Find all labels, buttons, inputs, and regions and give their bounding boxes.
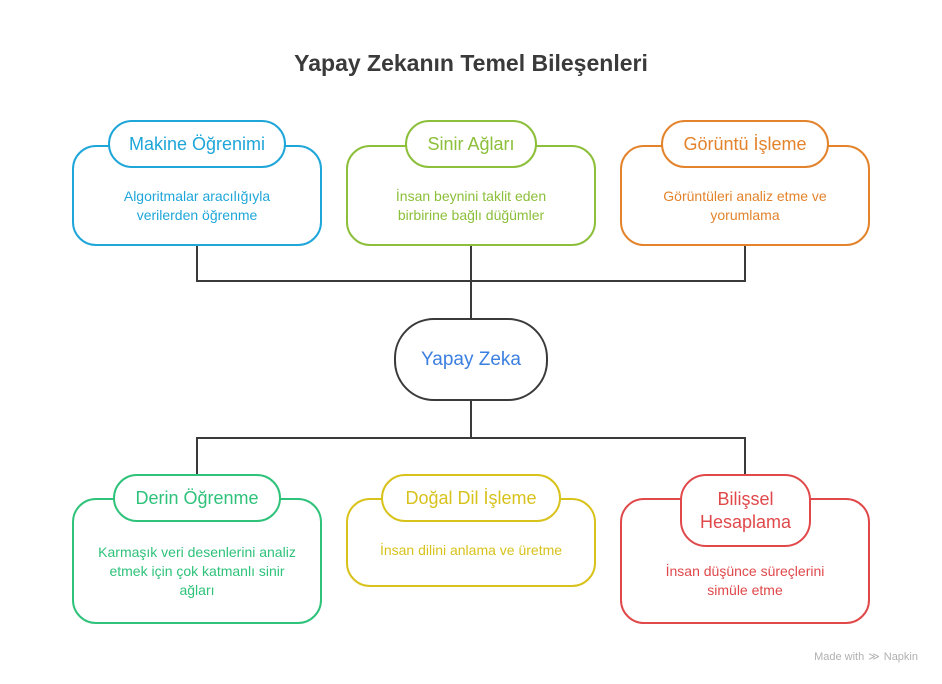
node-deep-learning-title: Derin Öğrenme: [113, 474, 281, 522]
node-title: Makine Öğrenimi: [128, 133, 266, 154]
node-neural-networks-title: Sinir Ağları: [405, 120, 537, 168]
node-description: İnsan düşünce süreçlerini simüle etme: [665, 563, 825, 598]
node-nlp-title: Doğal Dil İşleme: [381, 474, 561, 522]
node-description: Karmaşık veri desenlerini analiz etmek i…: [98, 543, 296, 598]
top-connector: [196, 245, 746, 318]
node-machine-learning-title: Makine Öğrenimi: [108, 120, 286, 168]
footer-attribution: Made with ≫ Napkin: [814, 650, 918, 664]
diagram-title: Yapay Zekanın Temel Bileşenleri: [294, 50, 648, 76]
node-title: Görüntü İşleme: [683, 133, 807, 154]
node-description: İnsan dilini anlama ve üretme: [379, 542, 563, 558]
node-cognitive-computing-title: Bilişsel Hesaplama: [680, 474, 811, 547]
node-title: Derin Öğrenme: [135, 487, 259, 508]
node-title: Bilişsel Hesaplama: [699, 488, 792, 532]
node-description: İnsan beynini taklit eden birbirine bağl…: [395, 187, 547, 223]
node-title: Sinir Ağları: [427, 133, 515, 154]
made-with-text: Made with: [814, 650, 865, 663]
brand-name: Napkin: [883, 650, 918, 663]
node-image-processing-title: Görüntü İşleme: [661, 120, 829, 168]
napkin-logo-icon: ≫: [868, 651, 880, 663]
node-description: Görüntüleri analiz etme ve yorumlama: [663, 187, 827, 223]
central-node-label: Yapay Zeka: [421, 348, 521, 370]
node-neural-networks-box: İnsan beynini taklit eden birbirine bağl…: [346, 145, 596, 246]
central-node: Yapay Zeka: [394, 318, 548, 401]
node-description: Algoritmalar aracılığıyla verilerden öğr…: [123, 187, 271, 223]
node-title: Doğal Dil İşleme: [405, 487, 537, 508]
bottom-connector: [196, 400, 746, 498]
